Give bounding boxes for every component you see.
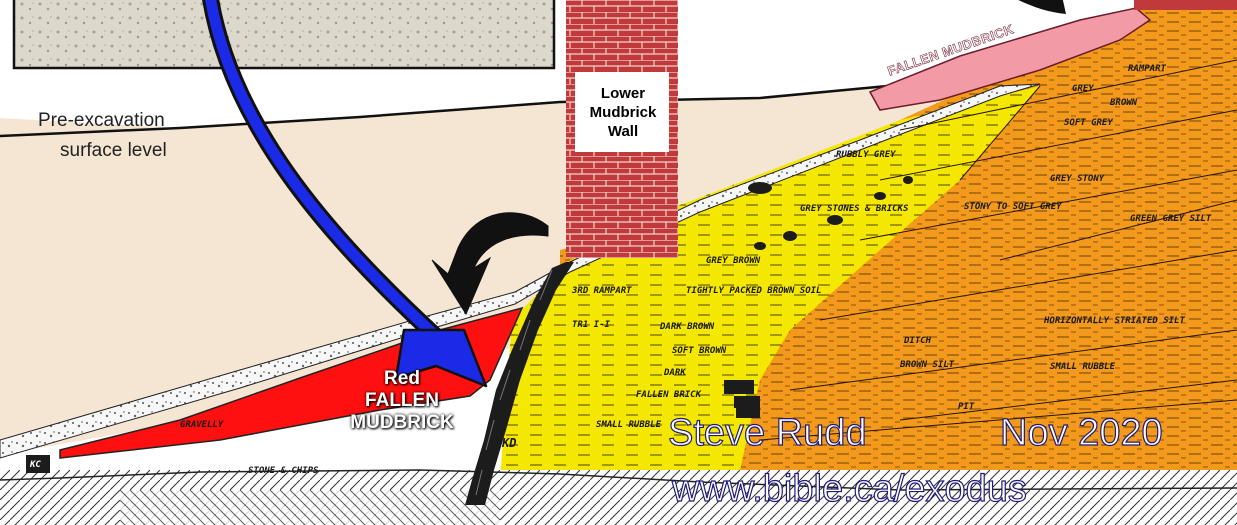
tag-third-rampart: 3RD RAMPART: [572, 286, 632, 296]
tag-small-rubble-right: SMALL RUBBLE: [1050, 362, 1115, 372]
tag-rampart-top: RAMPART: [1128, 64, 1166, 74]
surface-level-label: surface level: [60, 138, 167, 164]
tag-brown-silt: BROWN SILT: [900, 360, 954, 370]
tag-soft-brown: SOFT BROWN: [672, 346, 726, 356]
pre-excavation-label: Pre-excavation: [38, 108, 165, 134]
tag-kc: KC: [30, 460, 41, 470]
tag-grey: GREY: [1072, 84, 1094, 94]
tag-gravelly: GRAVELLY: [180, 420, 223, 430]
tag-tightly-packed: TIGHTLY PACKED BROWN SOIL: [686, 286, 821, 296]
tag-green-grey-silt: GREEN GREY SILT: [1130, 214, 1211, 224]
red-fallen-mudbrick-label: Red FALLEN MUDBRICK: [332, 368, 472, 434]
photo-inset: [14, 0, 554, 68]
tag-dark: DARK: [664, 368, 686, 378]
red-label-line2: FALLEN: [332, 390, 472, 412]
tag-soft-grey: SOFT GREY: [1064, 118, 1113, 128]
tag-brown: BROWN: [1110, 98, 1137, 108]
red-label-line1: Red: [332, 368, 472, 390]
wall-label-line1: Lower: [577, 84, 669, 103]
tag-grey-brown: GREY BROWN: [706, 256, 760, 266]
tag-horizontally-striated: HORIZONTALLY STRIATED SILT: [1044, 316, 1185, 326]
tag-grey-stones-bricks: GREY STONES & BRICKS: [800, 204, 908, 214]
wall-label-line2: Mudbrick: [577, 103, 669, 122]
tag-kd: KD: [502, 436, 516, 450]
tag-stony-to-soft-grey: STONY TO SOFT GREY: [964, 202, 1062, 212]
red-label-line3: MUDBRICK: [332, 412, 472, 434]
tag-tr1: TR1 I-I: [572, 320, 610, 330]
pre-excavation-line1: Pre-excavation: [38, 110, 165, 131]
pre-excavation-line2: surface level: [60, 140, 167, 161]
tag-small-rubble: SMALL RUBBLE: [596, 420, 661, 430]
black-top-arrow: [1010, 0, 1066, 14]
tag-fallen-brick: FALLEN BRICK: [636, 390, 701, 400]
wall-label-line3: Wall: [577, 122, 669, 141]
credit-url: www.bible.ca/exodus: [672, 468, 1027, 510]
tag-dark-brown: DARK BROWN: [660, 322, 714, 332]
credit-author: Steve Rudd: [668, 412, 867, 454]
tag-pit: PIT: [958, 402, 974, 412]
tag-grey-stony: GREY STONY: [1050, 174, 1104, 184]
tag-ditch: DITCH: [904, 336, 931, 346]
lower-mudbrick-wall-label: Lower Mudbrick Wall: [577, 84, 669, 141]
tag-rubbly-grey: RUBBLY GREY: [836, 150, 896, 160]
tag-stone-chips: STONE & CHIPS: [248, 466, 318, 476]
credit-date: Nov 2020: [1000, 412, 1163, 454]
